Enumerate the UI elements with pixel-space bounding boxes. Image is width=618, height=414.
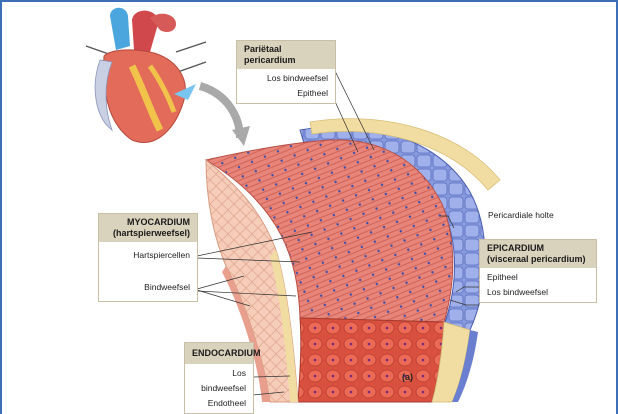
label-box-epicardium: EPICARDIUM (visceraal pericardium) Epith… [479, 239, 597, 303]
epicardium-epithelium-label: Epitheel [487, 270, 589, 285]
cardiac-muscle-cells-label: Hartspiercellen [106, 248, 190, 263]
myocardium-connective-label: Bindweefsel [106, 280, 190, 295]
parietal-epithelium-label: Epitheel [244, 86, 328, 101]
endocardium-loose-connective-label: Los bindweefsel [192, 366, 246, 396]
myocardium-subtitle: (hartspierweefsel) [106, 228, 190, 239]
pericardial-cavity-label: Pericardiale holte [488, 210, 554, 220]
parietal-pericardium-title: Pariëtaal pericardium [237, 41, 335, 69]
endothelium-label: Endotheel [192, 396, 246, 411]
endocardium-title: ENDOCARDIUM [185, 343, 253, 364]
myocardium-title: MYOCARDIUM [106, 217, 190, 228]
label-box-endocardium: ENDOCARDIUM Los bindweefsel Endotheel [184, 342, 254, 414]
parietal-loose-connective-label: Los bindweefsel [244, 71, 328, 86]
epicardium-title: EPICARDIUM [487, 243, 589, 254]
label-box-myocardium: MYOCARDIUM (hartspierweefsel) Hartspierc… [98, 213, 198, 302]
label-box-parietal-pericardium: Pariëtaal pericardium Los bindweefsel Ep… [236, 40, 336, 104]
heart-thumbnail [86, 8, 250, 146]
epicardium-subtitle: (visceraal pericardium) [487, 254, 589, 265]
myocardium-cells [298, 318, 444, 402]
panel-letter: (a) [402, 372, 413, 382]
epicardium-loose-connective-label: Los bindweefsel [487, 285, 589, 300]
